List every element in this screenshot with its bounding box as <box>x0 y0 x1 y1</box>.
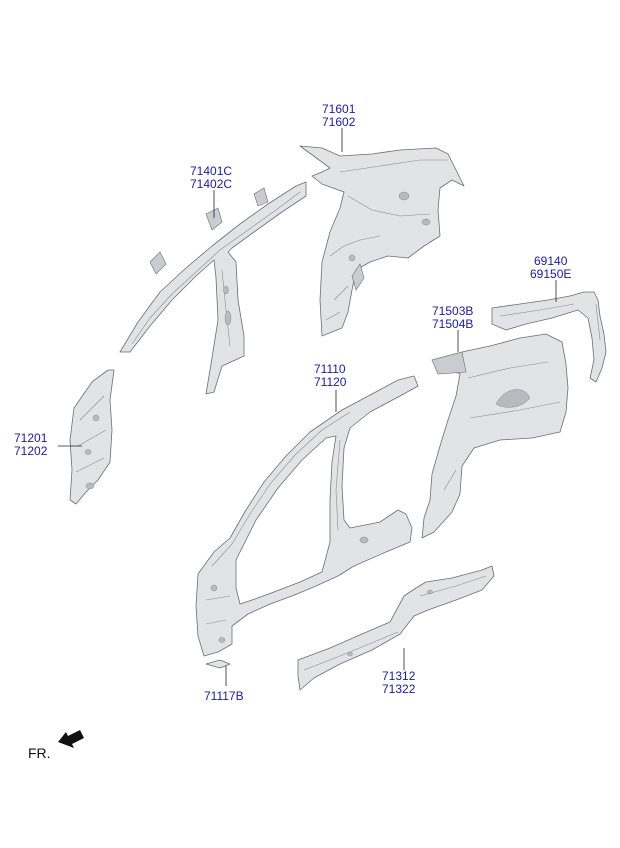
part-rear-panel[interactable] <box>491 291 607 383</box>
label-71117b[interactable]: 71117B <box>204 689 244 703</box>
part-bracket[interactable] <box>205 659 231 669</box>
label-71110[interactable]: 71110 <box>314 362 346 376</box>
part-quarter-outer[interactable] <box>421 333 569 539</box>
part-pillar-inner[interactable] <box>119 181 307 395</box>
label-71312[interactable]: 71312 <box>382 669 416 683</box>
label-71322[interactable]: 71322 <box>382 682 416 696</box>
part-rear-inner[interactable] <box>299 145 465 337</box>
part-a-pillar-inner[interactable] <box>69 369 115 505</box>
front-direction-indicator: FR. <box>28 730 84 761</box>
label-71504b[interactable]: 71504B <box>432 317 473 331</box>
label-71503b[interactable]: 71503B <box>432 304 473 318</box>
label-69150e[interactable]: 69150E <box>530 267 571 281</box>
label-71120[interactable]: 71120 <box>314 375 347 389</box>
front-direction-label: FR. <box>28 745 51 761</box>
part-side-sill[interactable] <box>297 565 495 691</box>
label-71202[interactable]: 71202 <box>14 444 48 458</box>
part-side-outer[interactable] <box>195 375 419 657</box>
label-71201[interactable]: 71201 <box>14 431 48 445</box>
label-71602[interactable]: 71602 <box>322 115 356 129</box>
label-71401c[interactable]: 71401C <box>190 164 232 178</box>
label-69140[interactable]: 69140 <box>534 254 568 268</box>
label-71402c[interactable]: 71402C <box>190 177 232 191</box>
front-direction-arrow-icon <box>58 730 84 748</box>
label-71601[interactable]: 71601 <box>322 102 356 116</box>
